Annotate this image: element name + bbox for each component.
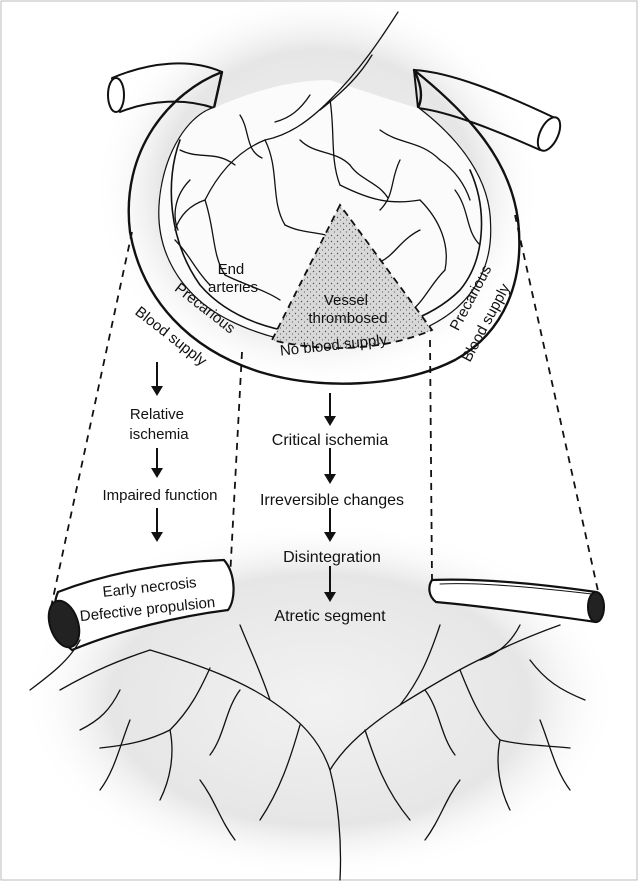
irreversible-changes-label: Irreversible changes	[260, 492, 404, 509]
relative-ischemia-label: Relative ischemia	[129, 406, 189, 443]
disintegration-label: Disintegration	[283, 549, 381, 566]
lower-shadow	[20, 520, 620, 880]
impaired-function-label: Impaired function	[102, 487, 217, 504]
right-tube-end	[533, 114, 565, 154]
right-segment-end	[588, 592, 604, 622]
left-tube-end	[108, 78, 124, 112]
atretic-segment-label: Atretic segment	[274, 608, 386, 625]
critical-ischemia-label: Critical ischemia	[272, 432, 389, 449]
